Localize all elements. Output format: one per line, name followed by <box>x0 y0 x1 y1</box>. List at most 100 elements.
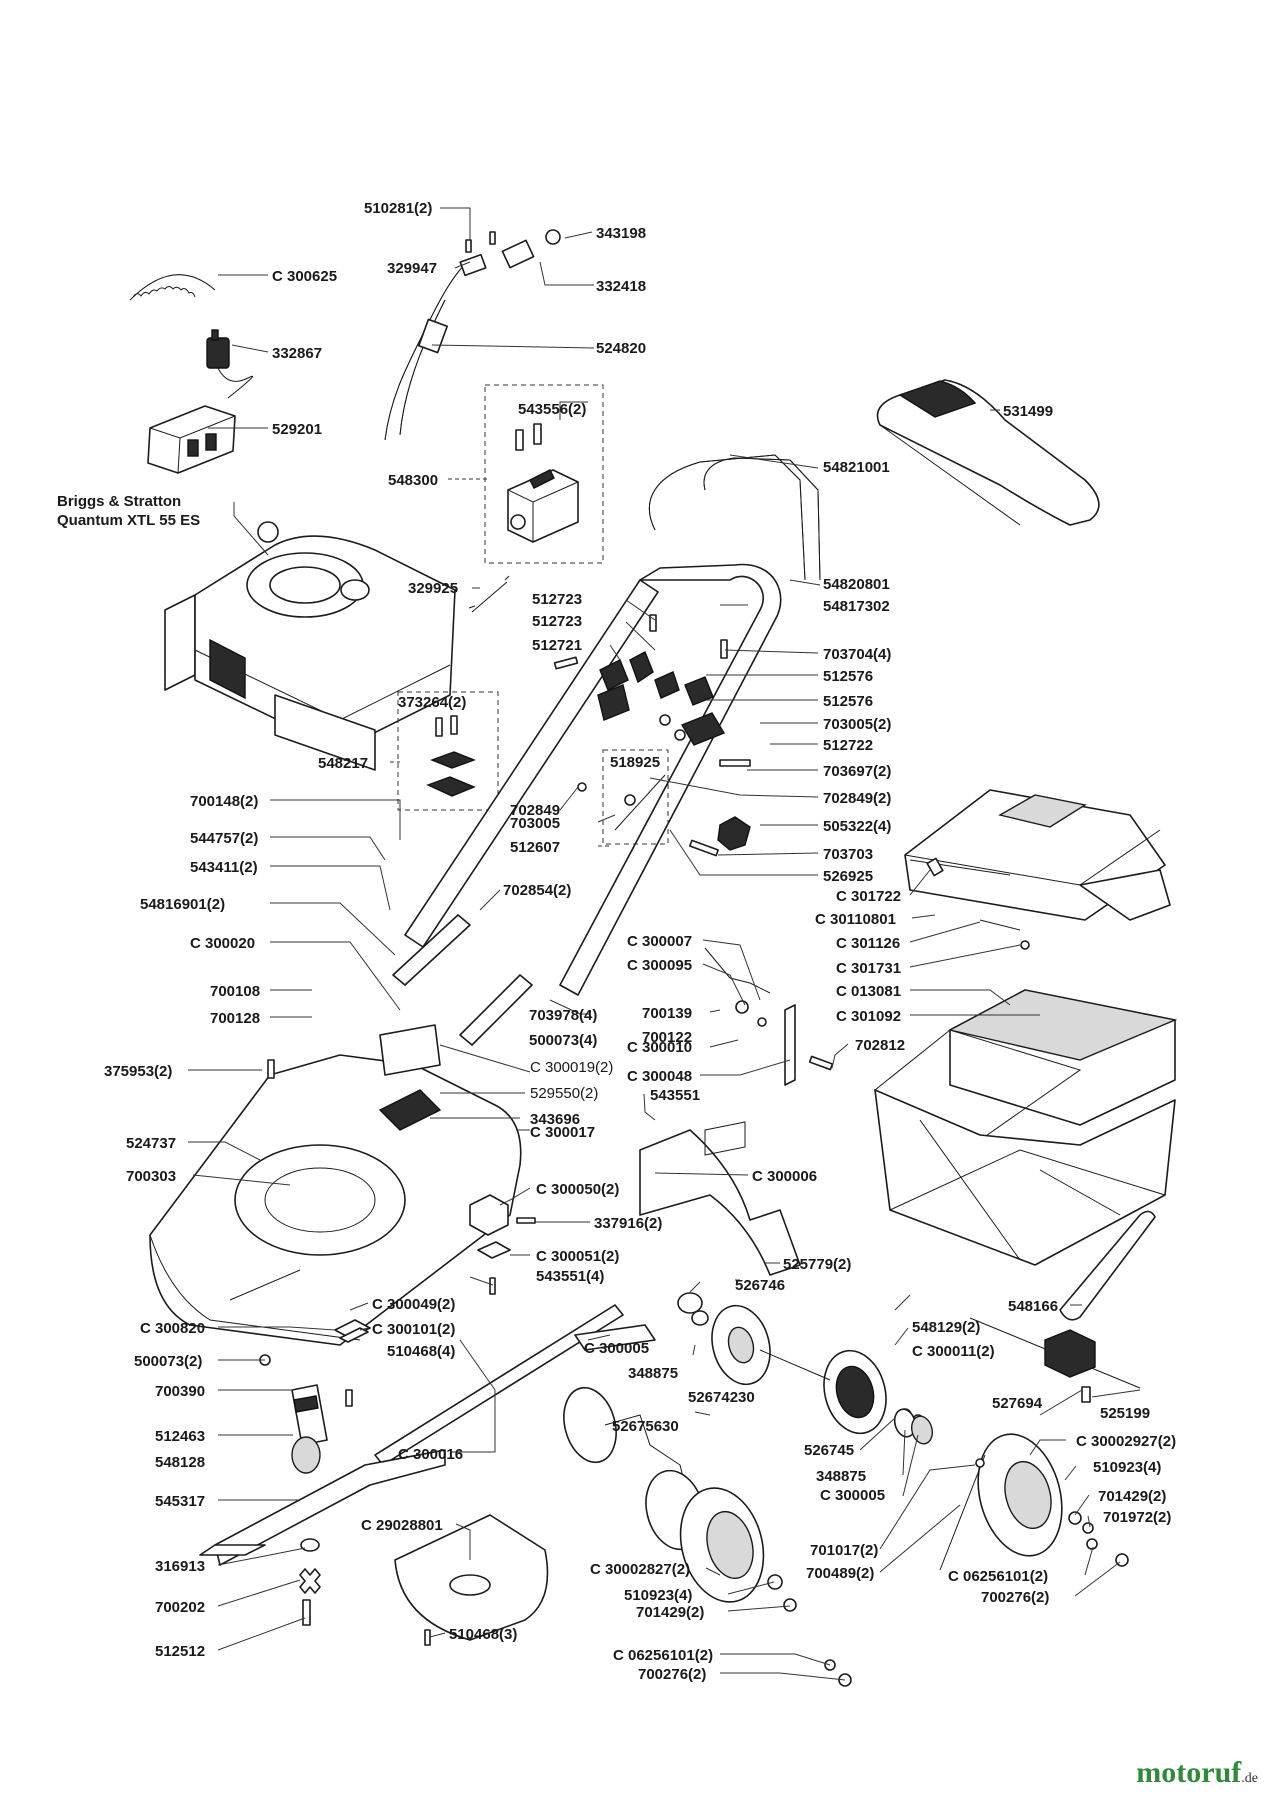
label-337916-2: 337916(2) <box>594 1215 662 1232</box>
label-332418: 332418 <box>596 278 646 295</box>
key-part <box>426 715 476 797</box>
label-500073-2: 500073(2) <box>134 1353 202 1370</box>
label-329925: 329925 <box>408 580 458 597</box>
label-525779-2: 525779(2) <box>783 1256 851 1273</box>
label-c300010: C 300010 <box>627 1039 692 1056</box>
label-c300051-2: C 300051(2) <box>536 1248 619 1265</box>
spring-part <box>129 274 216 301</box>
label-702812: 702812 <box>855 1037 905 1054</box>
label-703703: 703703 <box>823 846 873 863</box>
label-529201: 529201 <box>272 421 322 438</box>
knob-part <box>717 816 751 851</box>
label-c300625: C 300625 <box>272 268 337 285</box>
label-engine-model: Quantum XTL 55 ES <box>57 512 200 529</box>
label-548166: 548166 <box>1008 1298 1058 1315</box>
label-512463: 512463 <box>155 1428 205 1445</box>
label-c300050-2: C 300050(2) <box>536 1181 619 1198</box>
label-c29028801: C 29028801 <box>361 1517 443 1534</box>
label-c300011-2: C 300011(2) <box>912 1343 995 1360</box>
label-700276-2-a: 700276(2) <box>981 1589 1049 1606</box>
label-373264-2: 373264(2) <box>398 694 466 711</box>
label-c30002827-2: C 30002827(2) <box>590 1561 690 1578</box>
throttle-cable-part <box>468 575 510 613</box>
label-524737: 524737 <box>126 1135 176 1152</box>
label-c300095: C 300095 <box>627 957 692 974</box>
label-54816901-2: 54816901(2) <box>140 896 225 913</box>
label-c301092: C 301092 <box>836 1008 901 1025</box>
label-544757-2: 544757(2) <box>190 830 258 847</box>
label-engine-brand: Briggs & Stratton <box>57 493 181 510</box>
label-548300: 548300 <box>388 472 438 489</box>
grass-catcher-lid-part <box>904 789 1171 921</box>
label-543551-4: 543551(4) <box>536 1268 604 1285</box>
label-348875-a: 348875 <box>628 1365 678 1382</box>
label-c06256101-2-b: C 06256101(2) <box>613 1647 713 1664</box>
grass-catcher-bag-part <box>874 989 1178 1266</box>
label-c30110801: C 30110801 <box>815 911 896 928</box>
label-54821001: 54821001 <box>823 459 890 476</box>
label-c300006: C 300006 <box>752 1168 817 1185</box>
part-labels: 510281(2) 343198 329947 332418 C 300625 … <box>57 200 1176 1683</box>
parts-artwork <box>129 229 1178 1687</box>
label-c300049-2: C 300049(2) <box>372 1296 455 1313</box>
label-524820: 524820 <box>596 340 646 357</box>
deck-hinge-part <box>469 1194 536 1295</box>
label-701429-2-b: 701429(2) <box>636 1604 704 1621</box>
lower-handle-part <box>392 563 782 1046</box>
label-700122: 700122 <box>642 1029 692 1046</box>
label-c300005-b: C 300005 <box>820 1487 885 1504</box>
charger-plug-part <box>206 329 253 399</box>
deflector-screw-part <box>424 1629 431 1646</box>
rear-wheel-assembly-part <box>563 1386 852 1687</box>
label-348875-b: 348875 <box>816 1468 866 1485</box>
leader-lines <box>188 207 1141 1681</box>
label-52675630: 52675630 <box>612 1418 679 1435</box>
label-527694: 527694 <box>992 1395 1043 1412</box>
bolt-part <box>689 839 719 857</box>
label-526745: 526745 <box>804 1442 854 1459</box>
label-702849: 702849 <box>510 802 560 819</box>
label-c300017: C 300017 <box>530 1124 595 1141</box>
label-548129-2: 548129(2) <box>912 1319 980 1336</box>
label-c30002927-2: C 30002927(2) <box>1076 1433 1176 1450</box>
label-54820801: 54820801 <box>823 576 890 593</box>
engine-part <box>164 521 456 771</box>
label-375953-2: 375953(2) <box>104 1063 172 1080</box>
label-512576-a: 512576 <box>823 668 873 685</box>
side-bracket-part <box>704 947 834 1086</box>
label-703704-4: 703704(4) <box>823 646 891 663</box>
right-wheel-part <box>939 1433 1129 1571</box>
label-c301722: C 301722 <box>836 888 901 905</box>
label-525199: 525199 <box>1100 1405 1150 1422</box>
label-700139: 700139 <box>642 1005 692 1022</box>
gearbox-part <box>969 1317 1141 1403</box>
label-700202: 700202 <box>155 1599 205 1616</box>
label-703005: 703005 <box>510 815 560 832</box>
label-701972-2: 701972(2) <box>1103 1509 1171 1526</box>
key-assembly-box <box>397 691 499 811</box>
label-329947: 329947 <box>387 260 437 277</box>
label-52674230: 52674230 <box>688 1389 755 1406</box>
label-700489-2: 700489(2) <box>806 1565 874 1582</box>
label-316913: 316913 <box>155 1558 205 1575</box>
label-c013081: C 013081 <box>836 983 901 1000</box>
label-700128: 700128 <box>210 1010 260 1027</box>
label-c300019-2: C 300019(2) <box>530 1059 613 1076</box>
label-54817302: 54817302 <box>823 598 890 615</box>
label-c300005-a: C 300005 <box>584 1340 649 1357</box>
watermark-suffix: .de <box>1241 1771 1258 1786</box>
label-c301126: C 301126 <box>836 935 900 952</box>
label-701429-2-a: 701429(2) <box>1098 1488 1166 1505</box>
label-c300020: C 300020 <box>190 935 255 952</box>
label-c300048: C 300048 <box>627 1068 692 1085</box>
label-512721: 512721 <box>532 637 582 654</box>
label-543556-2: 543556(2) <box>518 401 586 418</box>
upper-handle-part <box>648 454 821 581</box>
label-531499: 531499 <box>1003 403 1053 420</box>
label-548128: 548128 <box>155 1454 205 1471</box>
label-529550-2: 529550(2) <box>530 1085 598 1102</box>
mower-deck-part <box>149 1024 522 1346</box>
drive-belt-part <box>1059 1210 1156 1321</box>
battery-pack-part <box>147 405 236 474</box>
lever-rod-part <box>577 774 666 831</box>
